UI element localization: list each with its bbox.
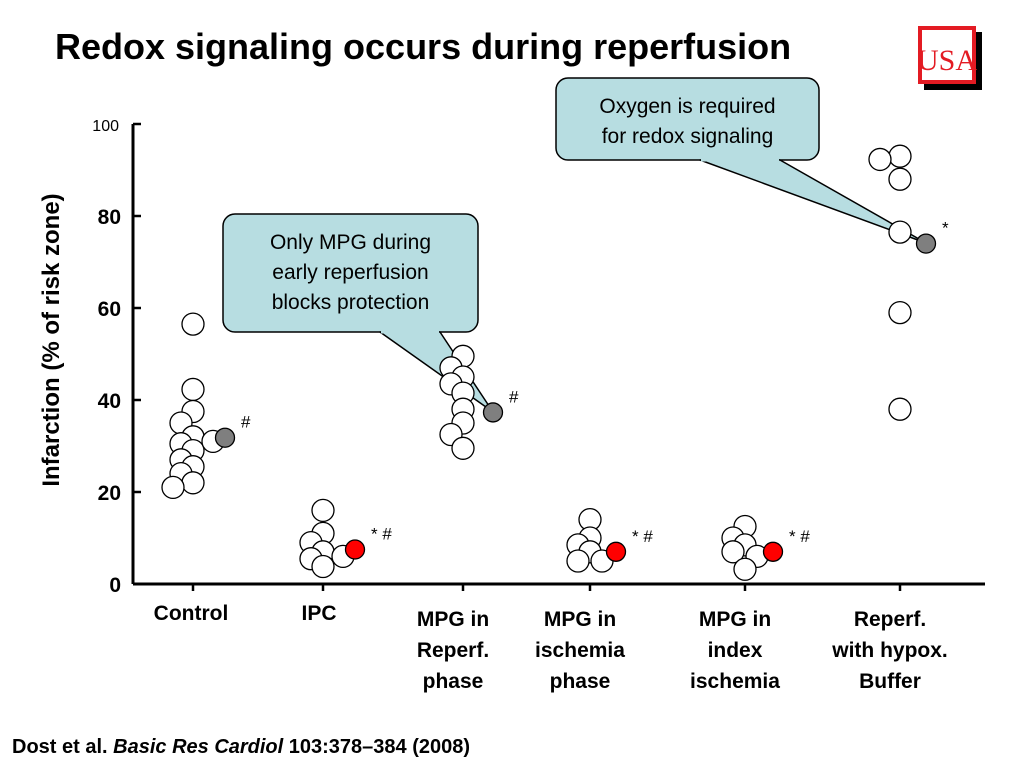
data-point: [311, 554, 335, 579]
callout-text: Only MPG during early reperfusion blocks p…: [270, 231, 431, 314]
x-category-label-line: Buffer: [859, 670, 921, 693]
x-category-label: MPG in Reperf. phase: [417, 608, 489, 693]
x-category-label-line: Reperf.: [854, 608, 926, 631]
x-category-label-line: Control: [154, 602, 229, 625]
data-point: [868, 147, 892, 172]
data-point: [566, 549, 590, 573]
data-point: [181, 471, 205, 495]
data-point: [888, 397, 912, 421]
callout-text-line: Only MPG during: [270, 231, 431, 254]
x-category-label-line: Reperf.: [417, 639, 489, 662]
significance-annotation: * #: [632, 527, 653, 546]
data-point: [888, 220, 912, 244]
x-category-label-line: MPG in: [544, 608, 616, 631]
data-point: [888, 300, 912, 325]
significance-annotation: #: [241, 413, 251, 432]
x-category-label-line: index: [708, 639, 763, 662]
mean-marker: [214, 427, 236, 448]
mean-marker: [482, 402, 504, 423]
citation-journal: Basic Res Cardiol: [113, 736, 284, 758]
university-logo: USA: [918, 26, 982, 90]
x-category-label-line: phase: [423, 670, 484, 693]
data-point: [181, 312, 205, 336]
logo-monogram: USA: [918, 44, 977, 77]
slide-title: Redox signaling occurs during reperfusio…: [55, 26, 792, 67]
x-category-label-line: MPG in: [699, 608, 771, 631]
data-point: [311, 498, 335, 523]
mean-marker: [605, 541, 627, 562]
callout-pointer: [379, 331, 494, 413]
x-category-label-line: MPG in: [417, 608, 489, 631]
y-tick-label: 80: [98, 206, 121, 229]
data-point: [721, 540, 745, 564]
callout-text-line: for redox signaling: [602, 125, 774, 148]
callout-text: Oxygen is required for redox signaling: [599, 95, 775, 148]
callout-text-line: blocks protection: [272, 291, 430, 314]
callout-text-line: Oxygen is required: [599, 95, 775, 118]
y-tick-label: 20: [98, 482, 121, 505]
x-category-label-line: ischemia: [535, 639, 625, 662]
mean-marker: [915, 233, 937, 254]
data-point: [161, 475, 185, 500]
citation: Dost et al. Basic Res Cardiol 103:378–38…: [12, 736, 470, 759]
callout-box: [555, 77, 820, 161]
callout-box: [222, 213, 479, 333]
citation-ref: 103:378–384 (2008): [283, 736, 471, 758]
significance-annotation: *: [942, 219, 949, 238]
data-point: [451, 436, 475, 460]
x-category-label: Reperf. with hypox. Buffer: [831, 608, 948, 693]
y-tick-label: 100: [92, 118, 119, 135]
data-point: [181, 377, 205, 402]
data-point: [733, 557, 757, 581]
x-category-label-line: ischemia: [690, 670, 780, 693]
y-tick-label: 0: [109, 574, 121, 597]
x-category-label-line: IPC: [301, 602, 336, 625]
significance-annotation: #: [509, 387, 519, 406]
x-category-label-line: with hypox.: [831, 639, 948, 662]
x-category-label: Control: [154, 602, 229, 625]
y-tick-label: 40: [98, 390, 121, 413]
x-category-label-line: phase: [550, 670, 611, 693]
mean-marker: [344, 539, 366, 560]
data-point: [888, 167, 912, 191]
mean-marker: [762, 541, 784, 562]
callout-text-line: early reperfusion: [272, 261, 428, 284]
x-category-label: MPG in index ischemia: [690, 608, 780, 693]
significance-annotation: * #: [789, 527, 810, 546]
data-point: [888, 144, 912, 168]
citation-authors: Dost et al.: [12, 736, 114, 758]
y-tick-label: 60: [98, 298, 121, 321]
x-category-label: IPC: [301, 602, 336, 625]
significance-annotation: * #: [371, 525, 392, 544]
x-category-label: MPG in ischemia phase: [535, 608, 625, 693]
